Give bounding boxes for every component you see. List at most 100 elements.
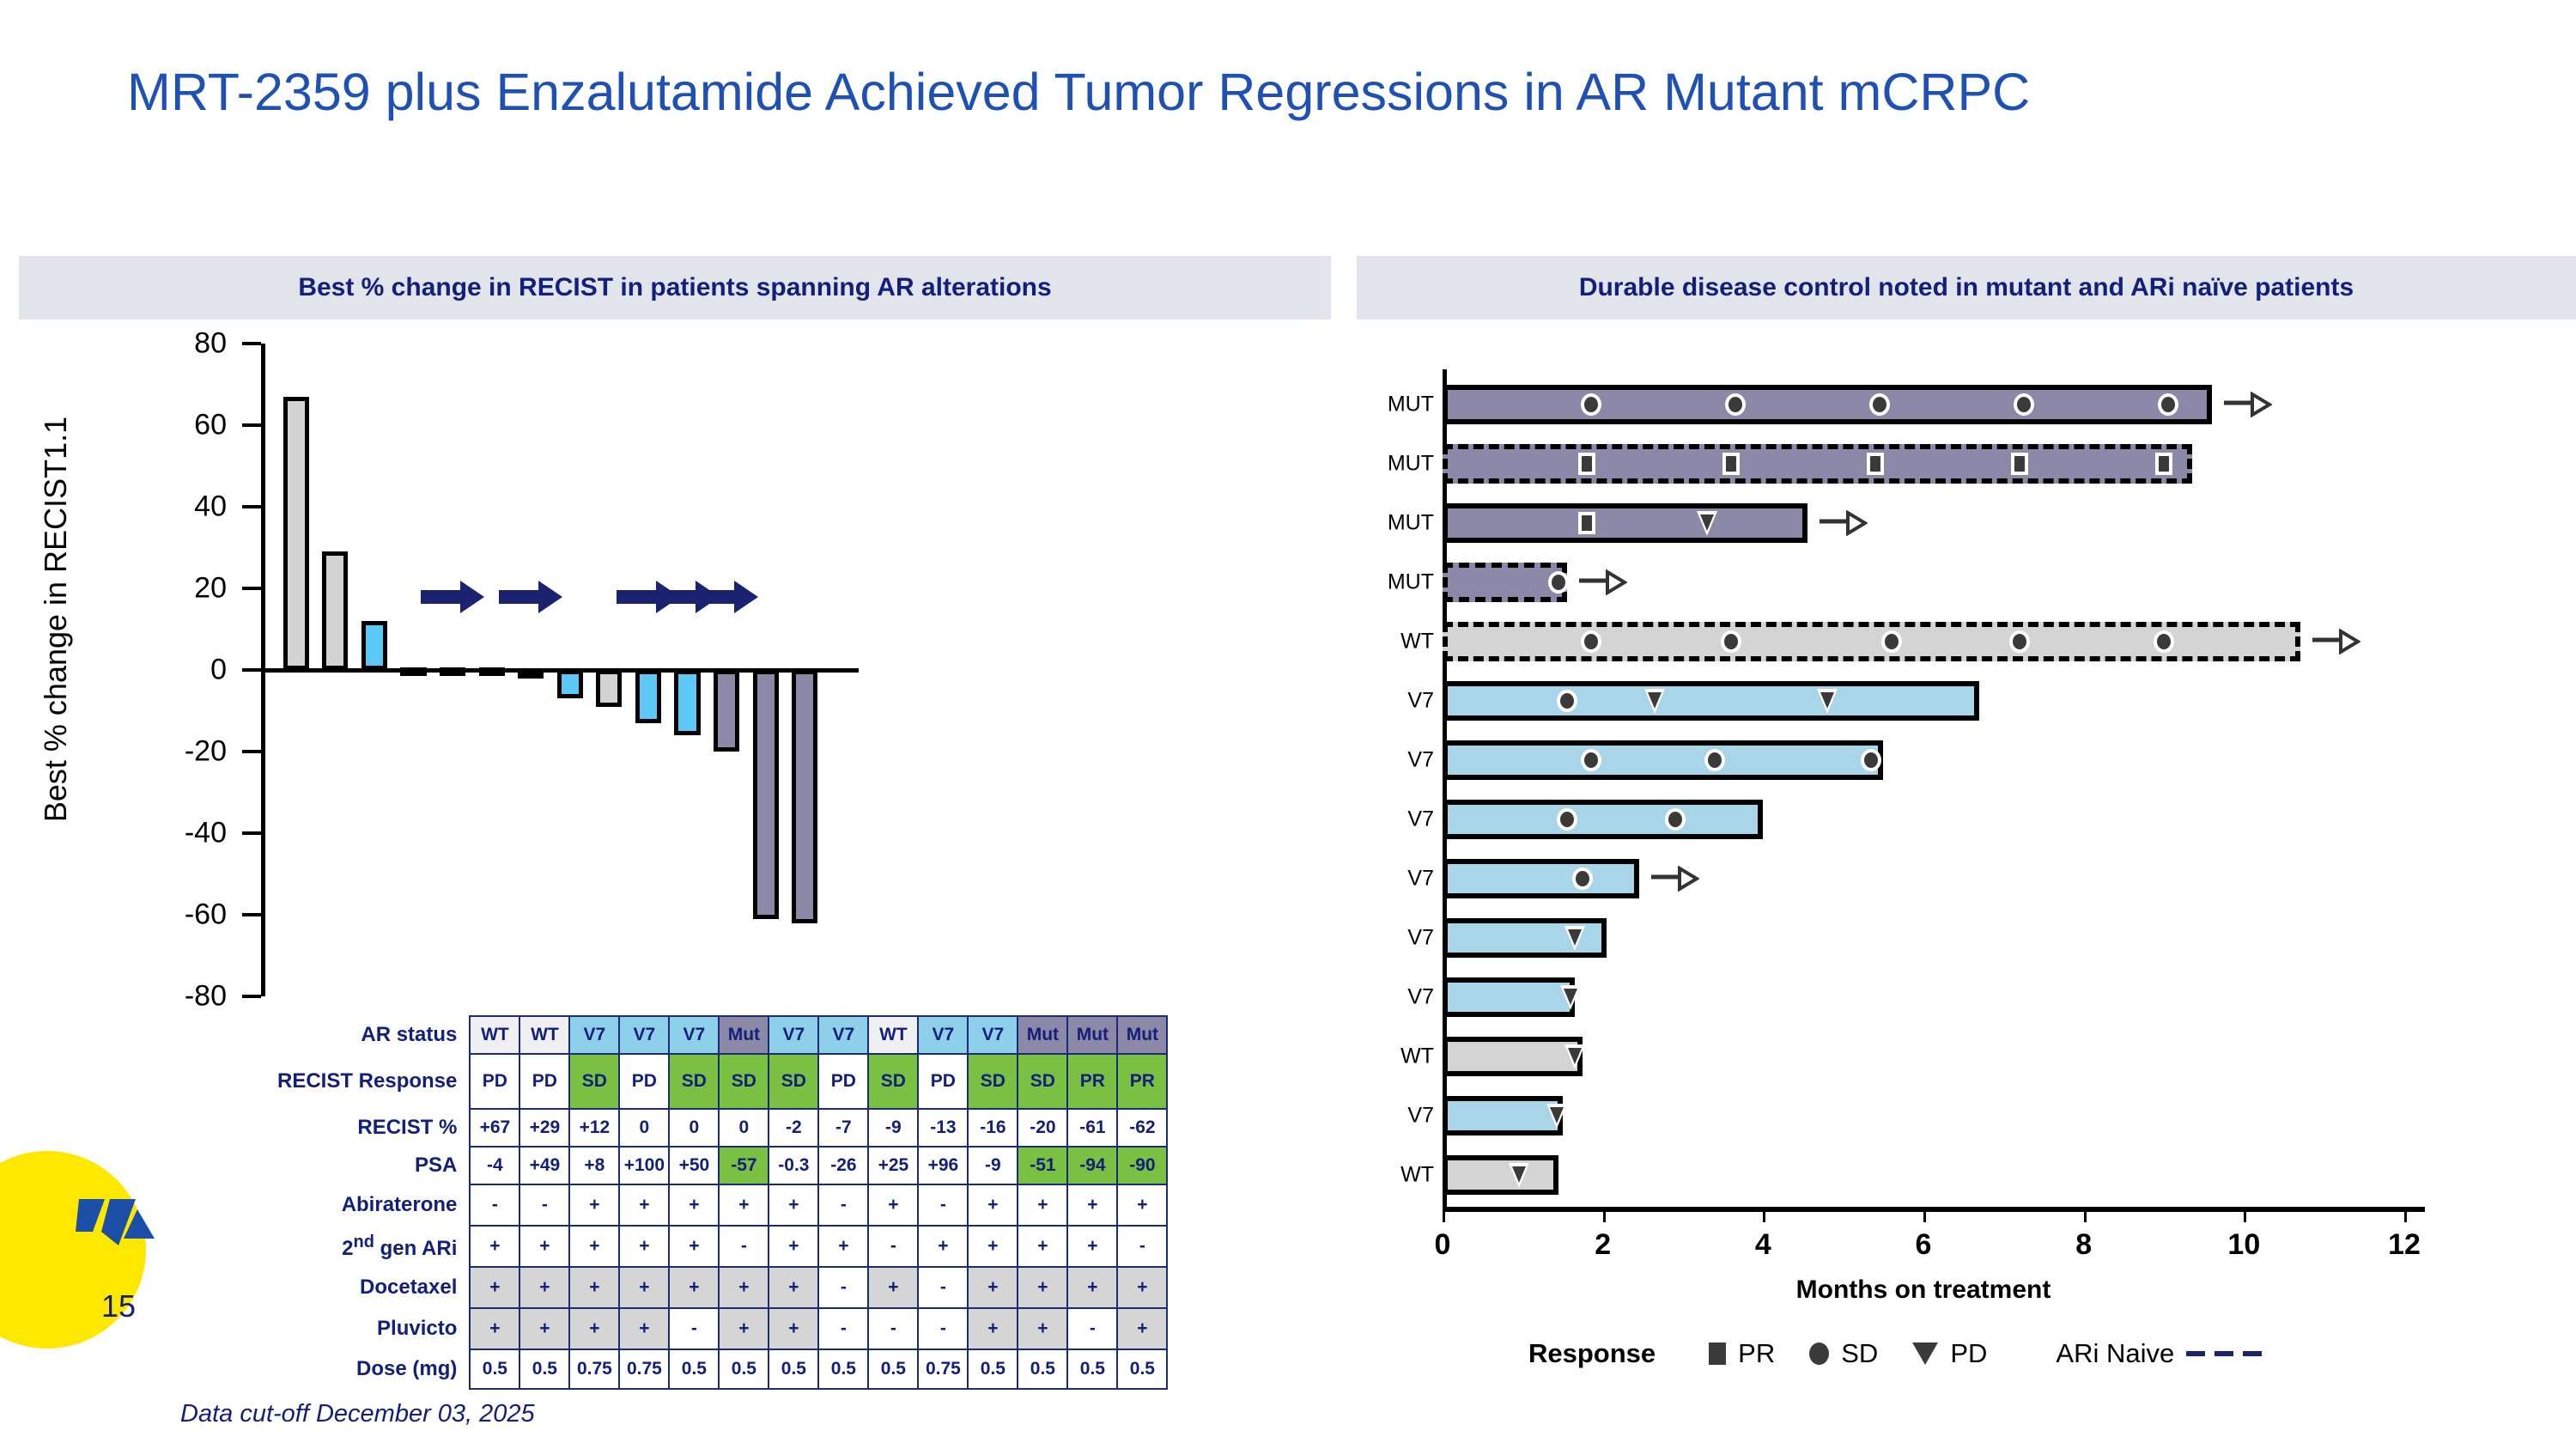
swimmer-bar [1443,1155,1559,1195]
swimmer-marker-sd-circle-icon [1720,628,1742,655]
recist-percent-row-cell: -7 [817,1108,870,1148]
ongoing-treatment-arrow-icon [421,580,485,613]
ongoing-treatment-arrow-icon [695,580,759,613]
swimmer-x-tick-mark [1923,1207,1926,1222]
docetaxel-row-cell: + [469,1266,521,1309]
recist-response-row-cell: SD [867,1053,920,1110]
waterfall-y-tick-label: -80 [184,979,227,1013]
swimmer-x-tick-label: 8 [2075,1228,2093,1261]
dose-row-cell: 0.5 [768,1349,820,1390]
abiraterone-row-cell: + [1017,1184,1069,1227]
recist-percent-row-cell: 0 [618,1108,671,1148]
waterfall-y-tick-label: 20 [194,571,227,605]
abiraterone-row-cell: + [668,1184,720,1227]
swimmer-marker-sd-circle-icon [1664,806,1686,833]
second-gen-ari-row-cell: + [1066,1225,1119,1268]
data-cutoff-footnote: Data cut-off December 03, 2025 [180,1400,535,1428]
swimmer-row-label: WT [1400,1162,1434,1187]
docetaxel-row: Docetaxel+++++++-+-++++ [276,1266,1169,1309]
swimmer-row-label: V7 [1407,866,1434,891]
abiraterone-row-cell: - [519,1184,571,1227]
dose-row-cell: 0.5 [867,1349,920,1390]
second-gen-ari-row-cell: + [1017,1225,1069,1268]
swimmer-bar [1443,563,1567,602]
swimmer-marker-sd-circle-icon [1868,391,1891,418]
swimmer-marker-pr-square-icon [1576,509,1598,537]
page-number: 15 [100,1288,137,1324]
swimmer-marker-pd-triangle-icon [1559,983,1582,1011]
swimmer-marker-pr-square-icon [2153,450,2175,478]
ar-status-row-cell: Mut [1066,1015,1119,1055]
swimmer-row-label: V7 [1407,807,1434,831]
docetaxel-row-label: Docetaxel [360,1275,458,1299]
swimmer-y-axis-line [1443,369,1447,1207]
recist-percent-row-cell: -2 [768,1108,820,1148]
swimmer-bar [1443,1037,1583,1076]
waterfall-bar [752,670,779,919]
recist-percent-row-cell: +29 [519,1108,571,1148]
docetaxel-row-cell: + [718,1266,770,1309]
swimmer-marker-sd-circle-icon [2008,628,2031,655]
swimmer-marker-sd-circle-icon [1571,865,1594,892]
swimmer-marker-sd-circle-icon [1547,569,1570,596]
recist-percent-row-cell: +67 [469,1108,521,1148]
recist-percent-row-cell: -61 [1066,1108,1119,1148]
legend-item-pr: PR [1709,1338,1775,1369]
swimmer-marker-pr-square-icon [1576,450,1598,478]
swimmer-bar [1443,859,1639,898]
square-marker-icon [1709,1342,1727,1365]
recist-response-row-cell: PR [1116,1053,1169,1110]
ongoing-treatment-arrow-icon [616,580,680,613]
docetaxel-row-cell: + [568,1266,621,1309]
waterfall-y-axis-label: Best % change in RECIST1.1 [38,416,73,823]
recist-percent-row-cell: -16 [967,1108,1019,1148]
swimmer-marker-sd-circle-icon [1580,628,1602,655]
recist-percent-row-cell: 0 [668,1108,720,1148]
psa-row-cell: -94 [1066,1146,1119,1185]
recist-response-row-cell: PD [817,1053,870,1110]
waterfall-y-tick-mark [242,423,261,427]
ar-status-row-cell: Mut [1116,1015,1169,1055]
legend-item-ari-naive: ARi Naive [2056,1338,2271,1369]
ar-status-row-cell: WT [519,1015,571,1055]
waterfall-bar [556,670,583,699]
psa-row-label: PSA [415,1154,458,1177]
waterfall-y-tick-label: -60 [184,898,227,931]
psa-row-cell: -0.3 [768,1146,820,1185]
recist-response-row-cell: PD [618,1053,671,1110]
swimmer-marker-pd-triangle-icon [1696,509,1718,537]
dose-row-cell: 0.75 [917,1349,969,1390]
pluvicto-row: Pluvicto++++-++---++-+ [276,1307,1169,1350]
second-gen-ari-row-cell: + [967,1225,1019,1268]
second-gen-ari-row-cell: + [519,1225,571,1268]
waterfall-y-tick-mark [242,995,261,998]
right-panel-header: Durable disease control noted in mutant … [1357,256,2576,320]
psa-row-cell: -57 [718,1146,770,1185]
legend-item-pd: PD [1912,1338,1987,1369]
docetaxel-row-cell: + [768,1266,820,1309]
swimmer-x-tick-mark [2404,1207,2407,1222]
swimmer-x-tick-mark [1763,1207,1766,1222]
ar-status-row-cell: Mut [1017,1015,1069,1055]
second-gen-ari-row-cell: + [668,1225,720,1268]
psa-row-cell: +50 [668,1146,720,1185]
waterfall-y-tick-mark [242,913,261,916]
ongoing-treatment-arrow-icon [655,580,720,613]
swimmer-marker-pr-square-icon [2008,450,2031,478]
docetaxel-row-cell: - [917,1266,969,1309]
ar-status-row-cell: WT [867,1015,920,1055]
swimmer-ongoing-arrow-icon [2312,629,2360,654]
recist-response-row-cell: SD [568,1053,621,1110]
swimmer-marker-sd-circle-icon [1580,391,1602,418]
swimmer-ongoing-arrow-icon [1819,510,1868,536]
swimmer-legend: Response PR SD PD ARi Naive [1528,1333,2306,1374]
swimmer-marker-sd-circle-icon [2153,628,2175,655]
waterfall-y-tick-label: 60 [194,408,227,441]
swimmer-marker-sd-circle-icon [1880,628,1903,655]
swimmer-x-tick-label: 4 [1754,1228,1771,1261]
pluvicto-row-cell: + [768,1307,820,1350]
